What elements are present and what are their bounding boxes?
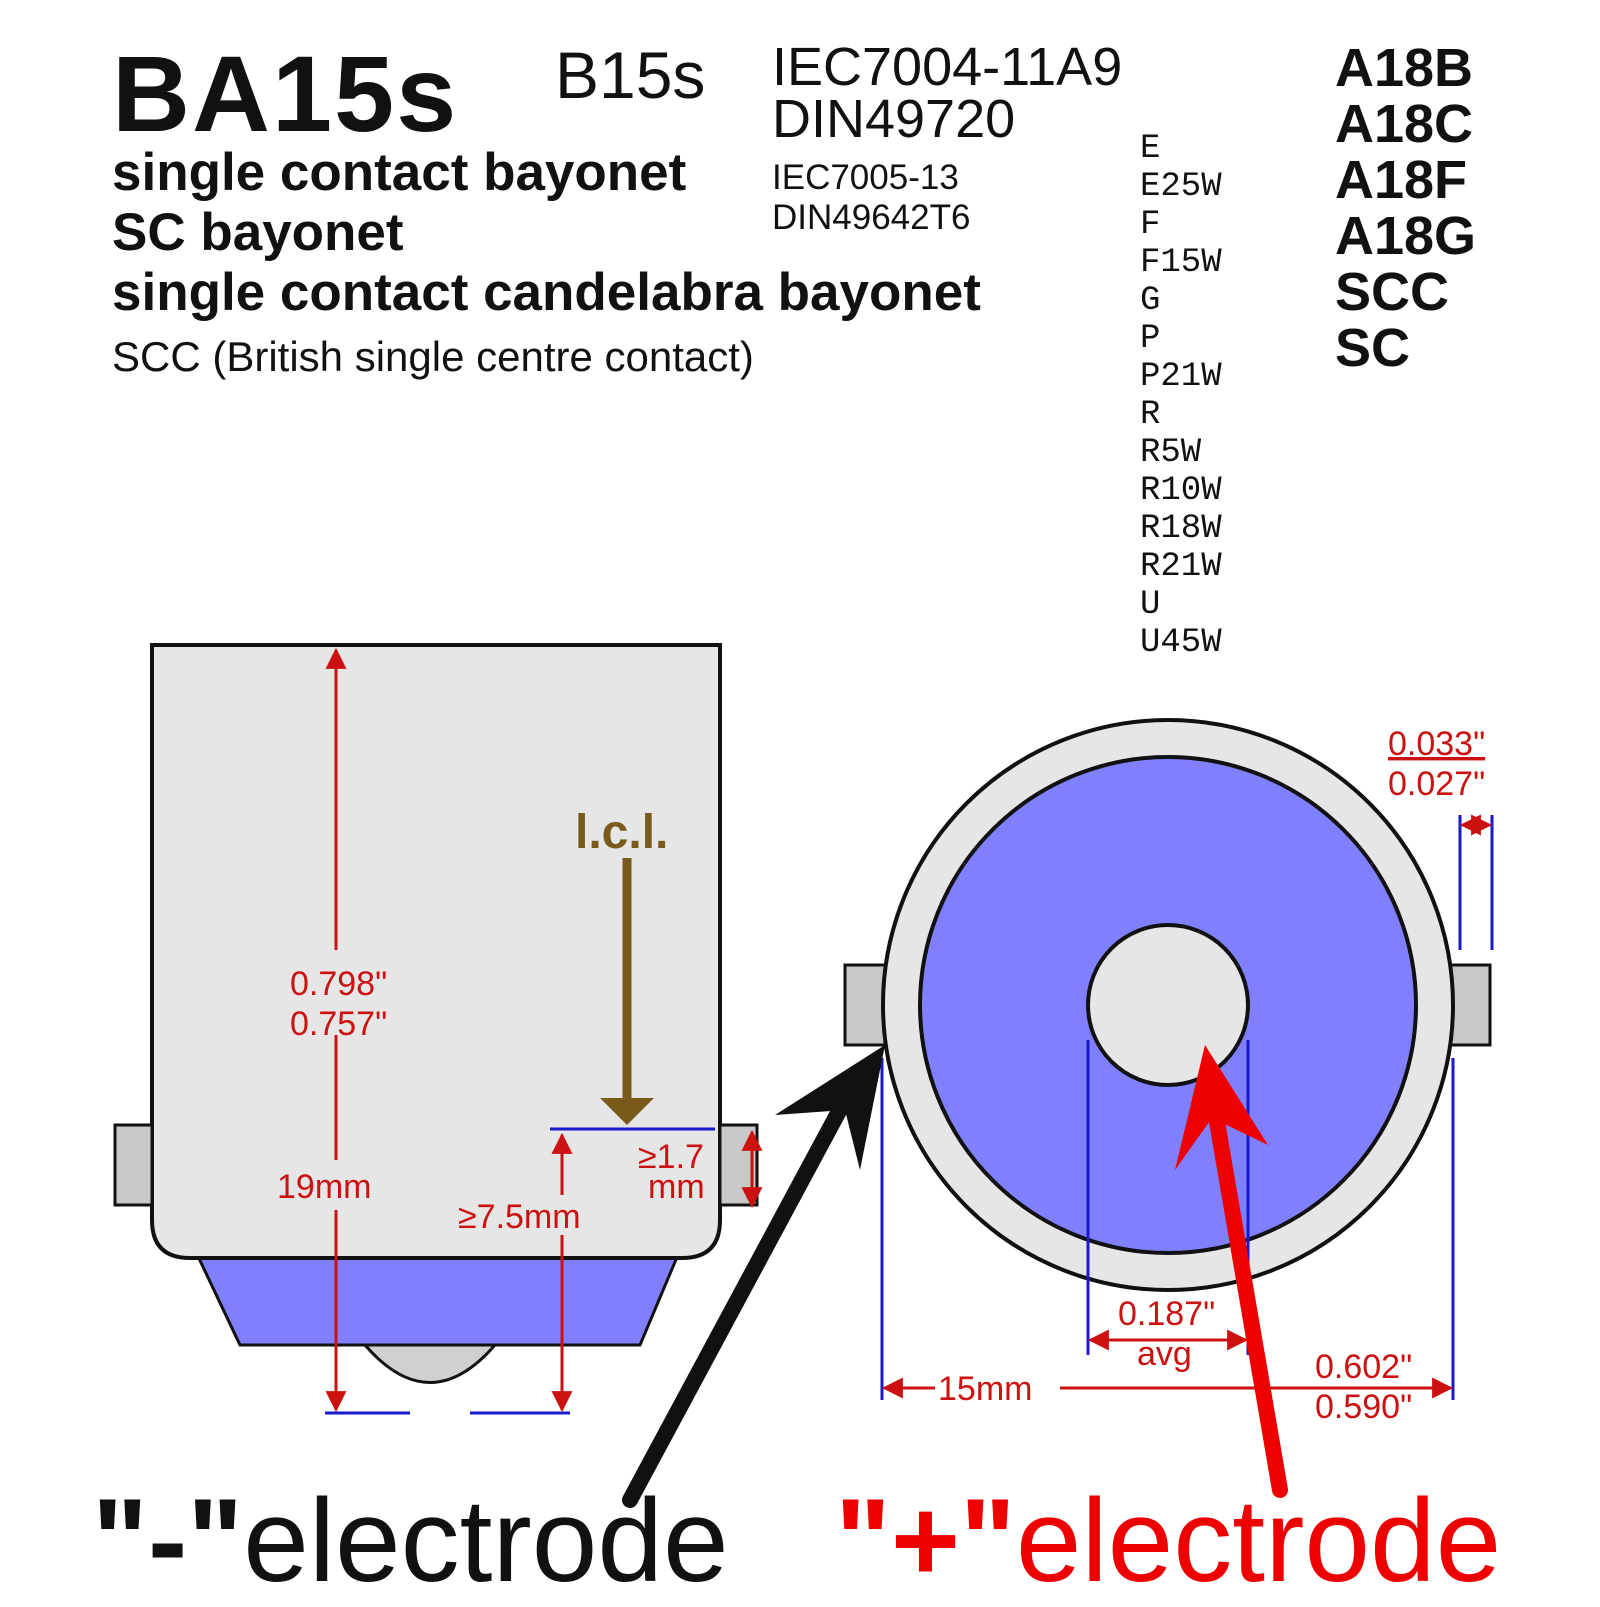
lamp-code: E (1140, 130, 1161, 168)
family-code: A18C (1335, 94, 1474, 154)
negative-electrode-arrow (622, 1045, 885, 1508)
negative-word: electrode (243, 1475, 729, 1607)
alias-candelabra-bayonet: single contact candelabra bayonet (112, 263, 981, 322)
family-code: A18G (1335, 206, 1477, 266)
family-code-list: A18B A18C A18F A18G SCC SC (1335, 40, 1476, 376)
din-standard-small: DIN49642T6 (772, 198, 971, 237)
lamp-code: P (1140, 320, 1161, 358)
din-standard: DIN49720 (772, 89, 1016, 149)
diameter-bottom: 0.590" (1315, 1388, 1412, 1426)
positive-symbol: "+" (835, 1475, 1016, 1607)
lamp-code: U45W (1140, 624, 1222, 662)
lamp-code: F (1140, 206, 1161, 244)
contact-dia-line1: 0.187" (1118, 1295, 1215, 1333)
gap-top: 0.033" (1388, 725, 1485, 763)
base-type-subtitle: B15s (555, 38, 706, 112)
lcl-offset: ≥7.5mm (458, 1198, 581, 1236)
center-contact (1086, 923, 1250, 1087)
height-dim-bottom: 0.757" (290, 1005, 387, 1043)
positive-electrode-label: "+"electrode (835, 1482, 1501, 1600)
iec-standard-small: IEC7005-13 (772, 158, 959, 197)
lamp-code: E25W (1140, 168, 1222, 206)
negative-symbol: "-" (92, 1475, 244, 1607)
lamp-code: P21W (1140, 358, 1222, 396)
lamp-code: G (1140, 282, 1161, 320)
positive-electrode-arrow (1175, 1045, 1288, 1498)
diameter-top: 0.602" (1315, 1348, 1412, 1386)
end-right-pin (1448, 963, 1492, 1047)
gap-bottom: 0.027" (1388, 765, 1485, 803)
left-pin (113, 1123, 154, 1207)
base-type-title: BA15s (112, 33, 459, 154)
lcl-label: l.c.l. (575, 806, 668, 859)
diameter-mm: 15mm (938, 1370, 1032, 1408)
side-contact-cone (192, 1248, 683, 1347)
iec-standard: IEC7004-11A9 (772, 37, 1123, 97)
family-code: A18B (1335, 38, 1474, 98)
family-code: SC (1335, 318, 1411, 378)
family-code: SCC (1335, 262, 1450, 322)
pin-dim-line1: ≥1.7 (638, 1138, 704, 1176)
negative-electrode-label: "-"electrode (92, 1482, 729, 1600)
lamp-code: U (1140, 586, 1161, 624)
lcl-arrow-head (600, 1098, 654, 1125)
positive-word: electrode (1015, 1475, 1502, 1607)
height-mm: 19mm (277, 1168, 371, 1206)
height-dim-top: 0.798" (290, 965, 387, 1003)
solder-tip (361, 1343, 499, 1384)
lamp-code-list: E E25W F F15W G P P21W R R5W R10W R18W R… (1140, 130, 1222, 662)
contact-dia-line2: avg (1137, 1335, 1192, 1373)
lamp-code: R5W (1140, 434, 1202, 472)
lamp-code: R21W (1140, 548, 1222, 586)
lamp-code: R (1140, 396, 1161, 434)
alias-sc-bayonet: SC bayonet (112, 203, 404, 262)
end-view: 0.033" 0.027" 0.187" avg 15mm 0.602" 0.5… (843, 718, 1494, 1426)
base-shell (150, 643, 722, 1260)
family-code: A18F (1335, 150, 1468, 210)
side-view: 0.798" 0.757" 19mm l.c.l. ≥7.5mm ≥1.7 mm (113, 643, 763, 1415)
lamp-code: R10W (1140, 472, 1222, 510)
alias-single-contact-bayonet: single contact bayonet (112, 143, 687, 202)
alias-scc-british: SCC (British single centre contact) (112, 333, 754, 380)
end-left-pin (843, 963, 887, 1047)
lamp-code: F15W (1140, 244, 1222, 282)
pin-dim-line2: mm (648, 1168, 705, 1206)
lamp-code: R18W (1140, 510, 1222, 548)
